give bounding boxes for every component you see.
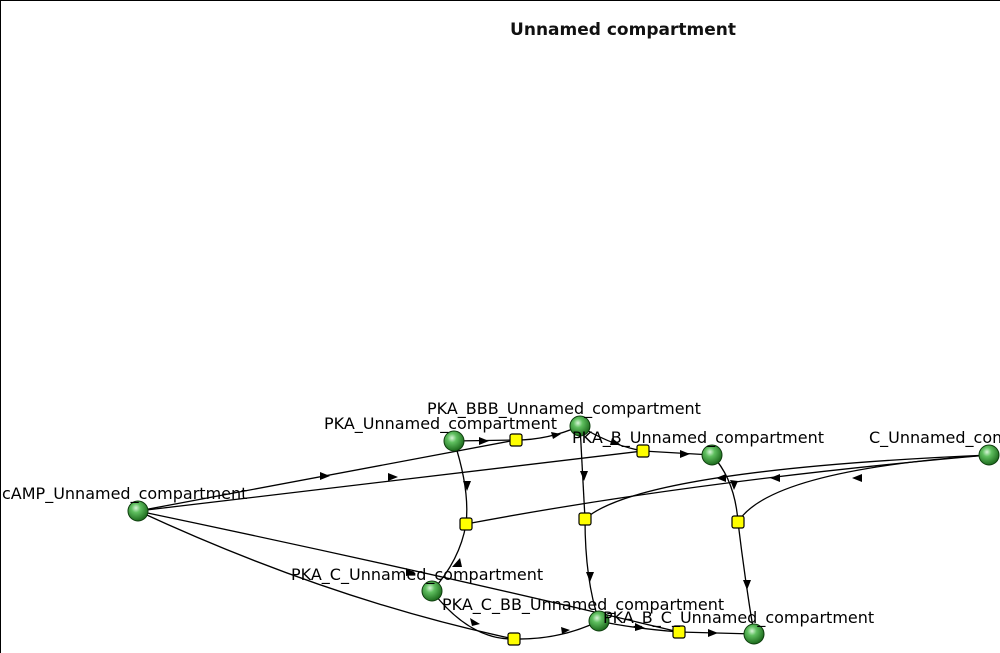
arrowhead <box>320 472 330 480</box>
arrowhead <box>388 473 398 481</box>
species-label-pka-c: PKA_C_Unnamed_compartment <box>291 565 543 585</box>
arrowhead <box>716 474 726 482</box>
species-node-pka-c[interactable] <box>421 580 443 602</box>
arrowhead <box>610 438 621 445</box>
reaction-node-r5[interactable] <box>731 515 745 529</box>
arrowhead <box>680 450 690 458</box>
arrowhead <box>551 432 561 439</box>
arrowhead <box>470 618 480 626</box>
compartment-title: Unnamed compartment <box>510 20 736 40</box>
arrowhead <box>586 572 594 582</box>
species-node-c[interactable] <box>978 444 1000 466</box>
edge-r5-to-pka-b-c <box>737 521 755 635</box>
arrowhead <box>852 474 862 482</box>
edge-c-to-r4 <box>584 454 990 520</box>
species-node-pka-b-c[interactable] <box>743 623 765 645</box>
reaction-node-r1[interactable] <box>509 433 523 447</box>
edge-camp-to-r6 <box>137 510 515 640</box>
arrowhead <box>635 623 645 631</box>
species-label-pka-c-bb: PKA_C_BB_Unnamed_compartment <box>442 595 724 615</box>
reaction-node-r2[interactable] <box>636 444 650 458</box>
arrowhead <box>730 480 738 490</box>
reaction-node-r4[interactable] <box>578 512 592 526</box>
edge-pka-c-to-r6 <box>431 590 515 640</box>
arrowhead <box>463 481 471 491</box>
species-label-c: C_Unnamed_compartment <box>869 428 1000 448</box>
species-node-pka-b[interactable] <box>701 444 723 466</box>
arrowheads <box>320 432 862 637</box>
species-label-pka-b-c: PKA_B_C_Unnamed_compartment <box>603 608 874 628</box>
edge-r6-to-pka-c-bb <box>513 620 600 640</box>
arrowhead <box>580 471 588 481</box>
edge-c-to-r3 <box>465 454 990 525</box>
compartment-border-left <box>0 0 1 653</box>
species-node-pka-bbb[interactable] <box>569 415 591 437</box>
arrowhead <box>406 568 416 576</box>
species-node-pka[interactable] <box>443 430 465 452</box>
species-label-pka-b: PKA_B_Unnamed_compartment <box>572 428 824 448</box>
species-nodes <box>127 415 1000 645</box>
compartment-border-top <box>0 0 1000 1</box>
edge-r2-to-pka-b <box>642 450 713 456</box>
species-label-pka-bbb: PKA_BBB_Unnamed_compartment <box>427 399 701 419</box>
arrowhead <box>743 580 751 590</box>
species-node-pka-c-bb[interactable] <box>588 610 610 632</box>
reaction-node-r3[interactable] <box>459 517 473 531</box>
species-labels: cAMP_Unnamed_compartment PKA_Unnamed_com… <box>2 399 1000 628</box>
arrowhead <box>452 558 462 567</box>
species-node-camp[interactable] <box>127 500 149 522</box>
reaction-node-r6[interactable] <box>507 632 521 646</box>
arrowhead <box>479 437 489 445</box>
arrowhead <box>770 474 780 482</box>
edge-camp-to-r2 <box>137 450 644 512</box>
species-label-camp: cAMP_Unnamed_compartment <box>2 484 247 504</box>
arrowhead <box>561 627 570 634</box>
reaction-node-r7[interactable] <box>672 625 686 639</box>
reaction-nodes <box>459 433 745 646</box>
species-label-pka: PKA_Unnamed_compartment <box>324 414 557 434</box>
arrowhead <box>708 629 718 637</box>
edge-c-to-r5 <box>737 454 990 523</box>
